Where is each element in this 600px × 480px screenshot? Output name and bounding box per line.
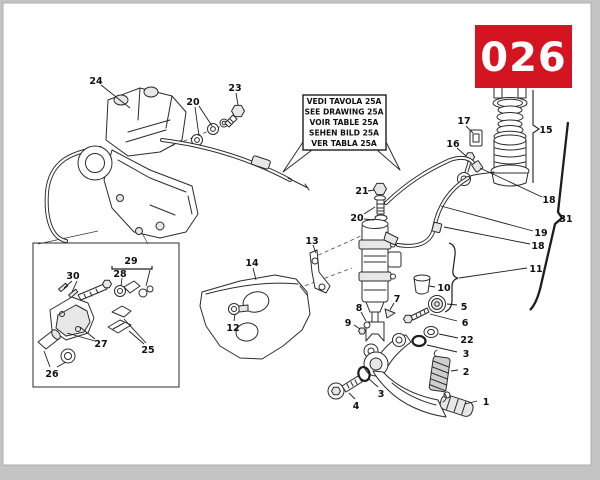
part-label-4: 4 (353, 401, 360, 412)
see-drawing-note: VEDI TAVOLA 25A SEE DRAWING 25A VOIR TAB… (282, 94, 401, 173)
part-label-28: 28 (113, 269, 127, 280)
part-label-25: 25 (141, 345, 154, 356)
bracket-lines (529, 90, 570, 311)
brake-hose-front-drawing (160, 138, 310, 191)
part-label-7: 7 (394, 294, 401, 305)
banjo-washers-and-bolt-drawing (191, 104, 245, 146)
part-label-17: 17 (457, 116, 470, 127)
part-label-30: 30 (66, 271, 80, 282)
note-box (302, 94, 387, 151)
part-label-6: 6 (462, 318, 469, 329)
part-label-21: 21 (355, 186, 368, 197)
part-label-20b: 20 (350, 213, 364, 224)
master-cylinder-drawing (358, 219, 459, 342)
note-line-it: VEDI TAVOLA 25A (307, 97, 382, 106)
part-label-9: 9 (345, 318, 352, 329)
part-label-3b: 3 (378, 389, 385, 400)
note-line-es: VER TABLA 25A (311, 139, 377, 148)
brake-pedal-drawing (327, 333, 474, 418)
part-label-29: 29 (124, 256, 137, 267)
reservoir-hose-drawing (384, 155, 484, 248)
badge-number: 026 (480, 35, 567, 81)
part-label-5: 5 (461, 302, 468, 313)
part-label-19: 19 (534, 228, 547, 239)
part-label-1: 1 (483, 397, 490, 408)
hose-bracket-drawing (309, 249, 331, 294)
part-label-18b: 18 (531, 241, 545, 252)
part-label-24: 24 (89, 76, 103, 87)
page-number-badge: 026 (475, 25, 572, 88)
fluid-reservoir-drawing (457, 79, 530, 187)
part-label-20a: 20 (186, 97, 200, 108)
note-line-de: SEHEN BILD 25A (309, 129, 379, 138)
inset-box (32, 242, 180, 388)
heel-guard-drawing (199, 274, 311, 360)
note-line-en: SEE DRAWING 25A (304, 108, 383, 117)
part-label-16: 16 (446, 139, 460, 150)
part-label-10: 10 (437, 283, 451, 294)
part-label-27: 27 (94, 339, 107, 350)
part-label-22: 22 (460, 335, 473, 346)
leader-lines (43, 84, 543, 405)
pedal-roller-parts-drawing (403, 295, 446, 348)
part-label-18a: 18 (542, 195, 556, 206)
part-label-8: 8 (356, 303, 363, 314)
part-label-13: 13 (305, 236, 318, 247)
part-label-3a: 3 (463, 349, 470, 360)
part-label-12: 12 (226, 323, 239, 334)
part-label-23: 23 (228, 83, 241, 94)
part-label-26: 26 (45, 369, 59, 380)
part-label-15: 15 (539, 125, 552, 136)
part-label-31: 31 (559, 214, 572, 225)
part-label-2: 2 (463, 367, 470, 378)
note-line-fr: VOIR TABLE 25A (310, 118, 379, 127)
part-label-11: 11 (529, 264, 542, 275)
badge-background (475, 25, 572, 88)
part-labels: 24 20 23 21 20 17 16 15 18 31 19 18 11 1… (45, 76, 572, 412)
part-label-14: 14 (245, 258, 259, 269)
